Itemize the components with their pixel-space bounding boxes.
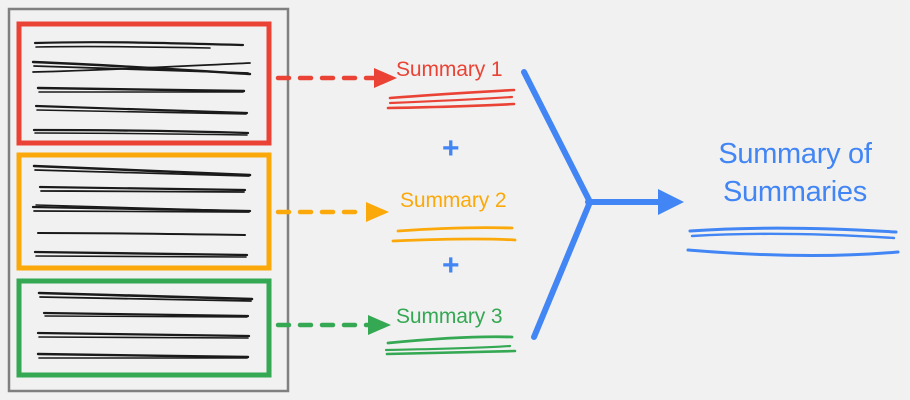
dashed-arrow-orange <box>275 202 389 222</box>
chunk-3-green <box>16 278 272 378</box>
merge-arrow-lower-branch <box>531 199 593 340</box>
final-summary-squiggles <box>686 226 900 258</box>
dashed-arrow-orange-head <box>366 202 389 222</box>
final-summary-label-line-2: Summaries <box>723 176 867 208</box>
document-container <box>7 7 290 393</box>
chunk-3-text-lines <box>36 291 254 359</box>
merge-arrow-head <box>658 189 684 215</box>
summary-2-squiggles <box>391 226 517 243</box>
chunk-2-orange <box>16 152 272 271</box>
summary-1-squiggles <box>386 88 516 110</box>
summary-1-label: Summary 1 <box>396 58 503 81</box>
summary-2-label: Summary 2 <box>400 189 507 212</box>
chunk-2-text-lines <box>31 164 252 258</box>
plus-operator-1: + <box>442 132 460 165</box>
merge-arrow-blue <box>521 69 663 340</box>
plus-operator-2: + <box>442 249 460 282</box>
summary-3-squiggles <box>384 335 517 356</box>
dashed-arrow-green-head <box>368 315 391 335</box>
final-summary-label: Summary of Summaries <box>690 135 900 211</box>
chunk-2-border <box>16 152 272 271</box>
chunk-1-border <box>16 21 272 146</box>
chunk-1-text-lines <box>31 41 252 136</box>
summary-3-label: Summary 3 <box>396 305 503 328</box>
chunk-3-border <box>16 278 272 378</box>
chunk-1-red <box>16 21 272 146</box>
dashed-arrow-red-head <box>374 68 397 88</box>
dashed-arrow-red <box>275 68 397 88</box>
merge-arrow-upper-branch <box>521 69 593 205</box>
dashed-arrow-green <box>275 315 391 335</box>
final-summary-label-line-1: Summary of <box>718 138 872 170</box>
